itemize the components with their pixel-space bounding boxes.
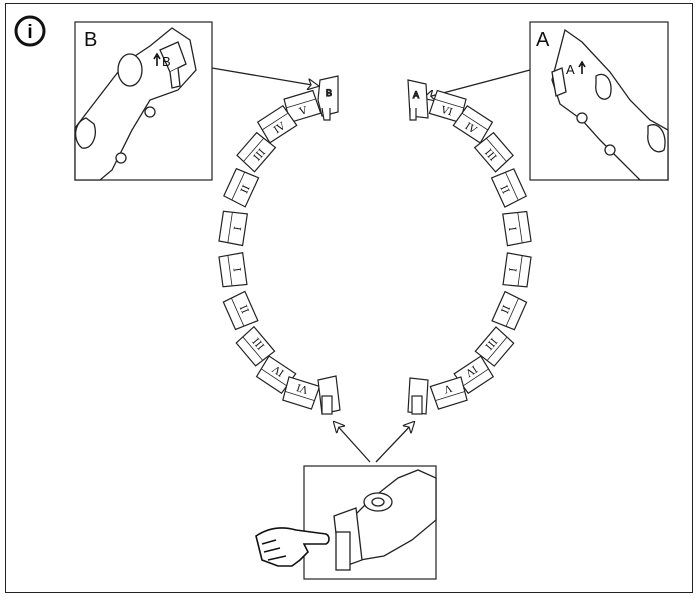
connector-detail-a xyxy=(551,28,669,181)
chain-a-segment: II xyxy=(490,168,528,208)
info-glyph: i xyxy=(27,22,32,43)
chain-a-segment-label: VI xyxy=(439,105,454,119)
chain-a-segment: I xyxy=(502,252,532,288)
chain-b-segment: I xyxy=(218,252,248,288)
connector-detail-b xyxy=(74,27,197,181)
chain-b-top-connector: B xyxy=(317,75,339,121)
chain-b-segment-label: V xyxy=(297,105,309,118)
callout-a-zoom-label: A xyxy=(566,62,575,77)
diagram-frame xyxy=(5,3,693,593)
chain-a-segment-label: V xyxy=(442,381,454,394)
chain-b-segment: III xyxy=(235,325,276,367)
callout-b-arrow xyxy=(211,67,318,86)
chain-a-top-connector: A xyxy=(407,79,429,121)
callout-b-letter: B xyxy=(84,29,97,51)
chain-a-top-label: A xyxy=(413,90,419,100)
chain-b-segment: V xyxy=(283,89,322,124)
chain-b-bottom-connector xyxy=(317,375,341,415)
arrow-up-icon xyxy=(153,52,161,66)
chain-a-segment: III xyxy=(473,131,514,173)
chain-a-segment-label: I xyxy=(506,226,517,232)
insert-arrow-left xyxy=(334,422,371,463)
chain-b-segment: III xyxy=(236,131,277,173)
info-icon: i xyxy=(14,15,46,47)
chain-a-segment: I xyxy=(502,210,532,247)
chain-b-segment-label: II xyxy=(239,303,252,315)
chain-a-bottom-connector xyxy=(407,377,429,415)
chain-b-segment: I xyxy=(218,210,249,247)
chain-b-segment: IV xyxy=(256,104,298,144)
callout-b: B B xyxy=(74,21,213,181)
chain-b-segment-label: I xyxy=(233,267,244,272)
chain-a-segment-label: II xyxy=(498,303,511,315)
arrow-up-icon xyxy=(578,60,586,74)
chain-b-segment-label: VI xyxy=(295,381,310,395)
chain-a-segment: III xyxy=(474,326,515,367)
chain-a-segment: II xyxy=(491,290,528,331)
chain-b-top-label: B xyxy=(326,88,332,98)
chain-b-segment-label: I xyxy=(233,226,244,232)
chain-a-segment: VI xyxy=(428,89,467,124)
chain-b-segment: II xyxy=(223,167,260,208)
chain-b-segment: II xyxy=(222,290,259,331)
callout-a: A A xyxy=(529,21,669,181)
chain-a-segment-label: II xyxy=(497,184,510,196)
insert-arrow-right xyxy=(375,422,414,463)
chain-a-segment-label: I xyxy=(506,267,517,272)
bottom-detail xyxy=(255,465,437,580)
chain-b-segment-label: II xyxy=(239,184,252,196)
callout-b-zoom-label: B xyxy=(162,54,171,69)
pointing-hand-icon xyxy=(255,527,330,567)
chain-a-segment: V xyxy=(429,376,468,410)
chain-b-segment: VI xyxy=(282,376,321,410)
callout-a-letter: A xyxy=(536,29,550,51)
chain-a-segment: IV xyxy=(453,355,495,395)
connector-insert-detail xyxy=(333,469,437,571)
chain-a-segment: IV xyxy=(452,105,494,144)
